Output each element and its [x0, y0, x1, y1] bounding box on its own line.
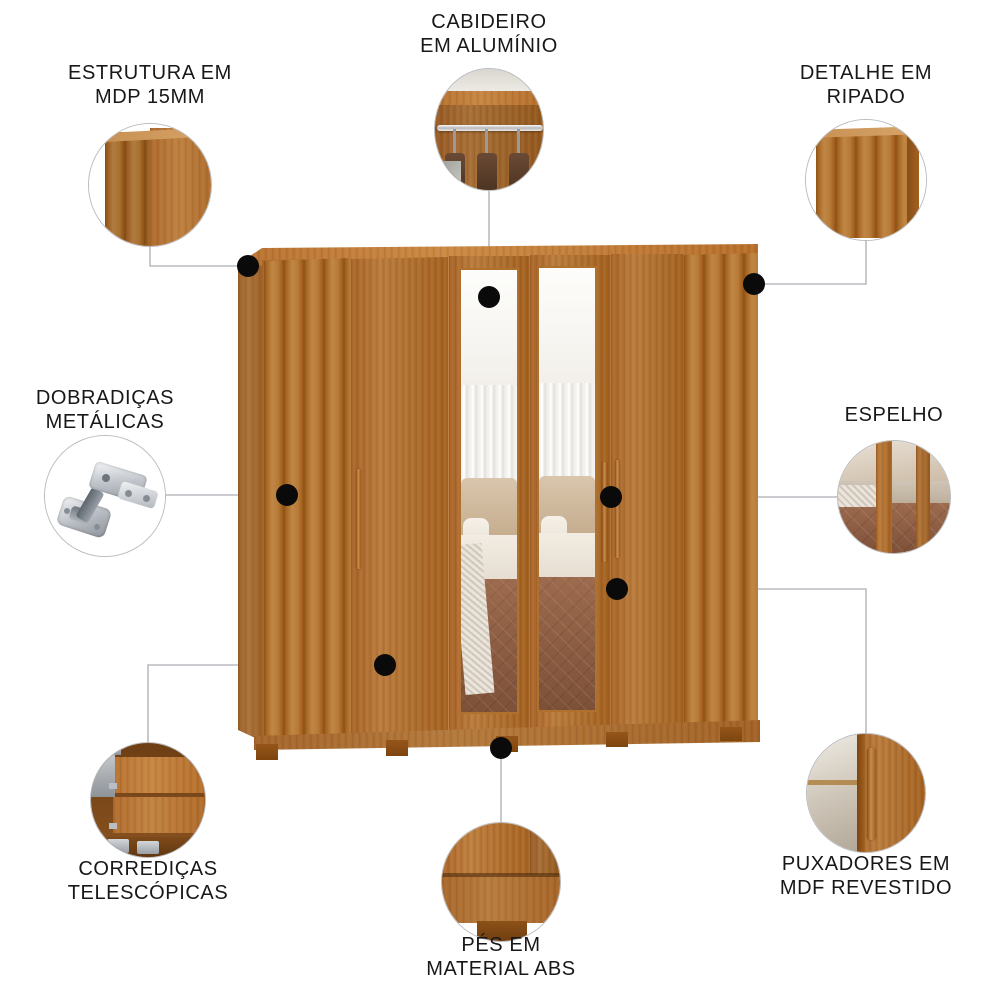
callout-bubble-estrutura	[88, 123, 212, 247]
connector-dot-dobradicas[interactable]	[276, 484, 298, 506]
mirror-reflection-right	[539, 268, 595, 710]
wardrobe-product-image	[238, 212, 766, 772]
metal-hinge-icon	[45, 436, 165, 556]
wardrobe-door-2[interactable]	[351, 257, 448, 740]
connector-dot-estrutura[interactable]	[237, 255, 259, 277]
mirror-reflection-left	[461, 270, 517, 712]
callout-label-espelho: ESPELHO	[844, 404, 944, 426]
wardrobe-handle-door-4[interactable]	[602, 462, 607, 562]
mdp-panel-edge-icon	[89, 124, 211, 246]
wardrobe-foot-1	[256, 744, 278, 760]
wardrobe-door-6-slatted[interactable]	[684, 253, 758, 735]
callout-bubble-espelho	[837, 440, 951, 554]
wardrobe-handle-door-2[interactable]	[356, 469, 361, 569]
wardrobe-handle-door-5[interactable]	[615, 460, 620, 558]
callout-bubble-ripado	[805, 119, 927, 241]
aluminium-hanger-rail-icon	[435, 69, 543, 190]
wardrobe-door-5[interactable]	[611, 254, 683, 737]
slatted-panel-icon	[806, 120, 926, 240]
callout-bubble-pes	[441, 822, 561, 942]
callout-label-corredicas: CORREDIÇAS TELESCÓPICAS	[67, 858, 229, 904]
callout-bubble-cabideiro	[434, 68, 544, 191]
connector-dot-corredicas[interactable]	[374, 654, 396, 676]
callout-bubble-dobradicas	[44, 435, 166, 557]
wardrobe-foot-2	[386, 740, 408, 756]
connector-dot-espelho[interactable]	[600, 486, 622, 508]
mirror-icon	[838, 441, 950, 553]
abs-foot-icon	[442, 823, 560, 941]
callout-label-estrutura: ESTRUTURA EM MDP 15MM	[68, 62, 232, 108]
callout-label-cabideiro: CABIDEIRO EM ALUMÍNIO	[420, 11, 558, 57]
connector-dot-cabideiro[interactable]	[478, 286, 500, 308]
callout-label-dobradicas: DOBRADIÇAS METÁLICAS	[35, 387, 175, 433]
wardrobe-mirror-right	[537, 266, 597, 712]
callout-bubble-corredicas	[90, 742, 206, 858]
wardrobe-mirror-left	[459, 268, 519, 714]
callout-label-ripado: DETALHE EM RIPADO	[799, 62, 933, 108]
line-estrutura	[149, 245, 248, 267]
telescopic-drawer-slide-icon	[91, 743, 205, 857]
callout-bubble-puxadores	[806, 733, 926, 853]
line-ripado	[754, 240, 867, 285]
connector-dot-puxadores[interactable]	[606, 578, 628, 600]
connector-dot-pes[interactable]	[490, 737, 512, 759]
connector-dot-ripado[interactable]	[743, 273, 765, 295]
wardrobe-foot-4	[606, 732, 628, 747]
wardrobe-foot-5	[720, 727, 742, 741]
wardrobe-left-side-panel	[238, 260, 264, 742]
callout-label-pes: PÉS EM MATERIAL ABS	[426, 934, 576, 980]
callout-label-puxadores: PUXADORES EM MDF REVESTIDO	[779, 853, 953, 899]
mdf-handle-icon	[807, 734, 925, 852]
